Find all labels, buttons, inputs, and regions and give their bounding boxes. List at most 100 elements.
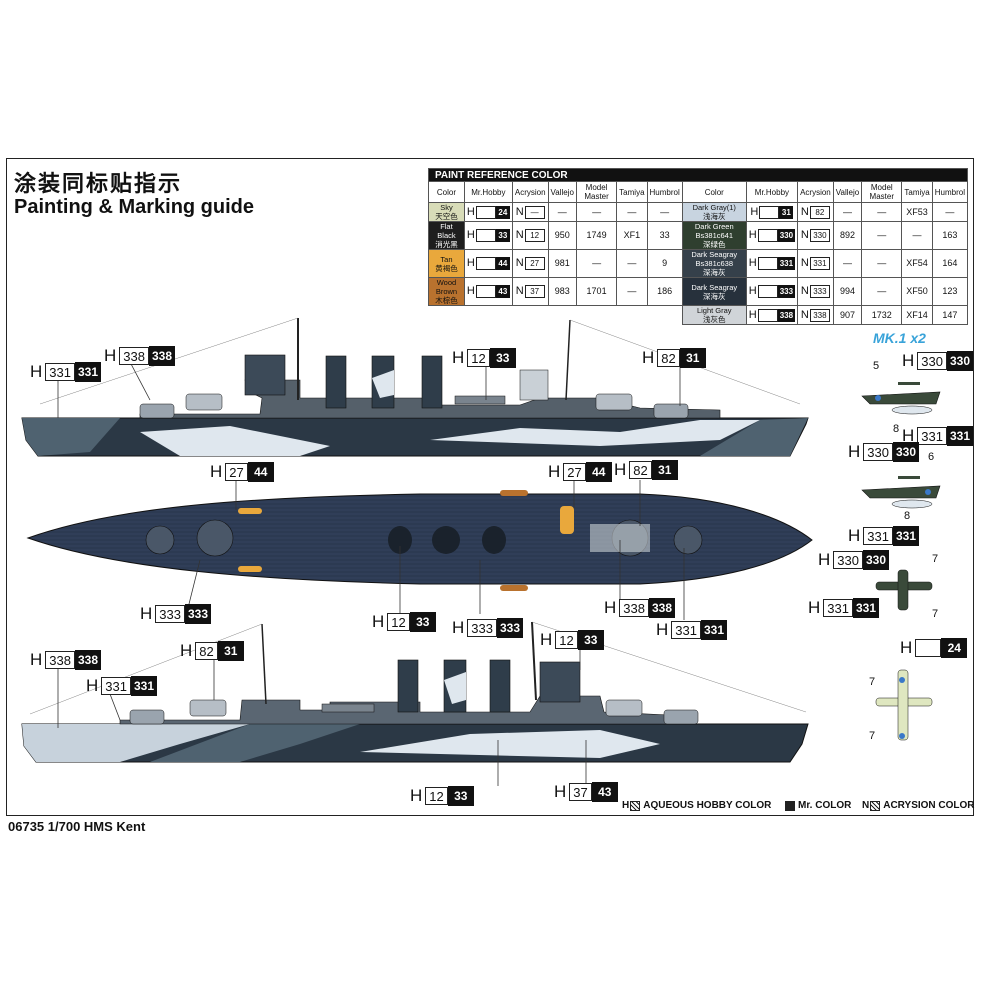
part-number: 7 — [869, 730, 876, 742]
aircraft-side-2 — [861, 476, 941, 509]
legend-h-prefix: H — [622, 800, 630, 811]
n-prefix: N — [800, 257, 809, 269]
model-master-cell: 1701 — [575, 277, 618, 306]
camo-mid-patch — [700, 418, 808, 456]
code-white: 330 — [917, 352, 947, 370]
h-prefix: H — [466, 229, 475, 241]
h-prefix: H — [604, 598, 617, 617]
color-swatch: Dark Gray(1)浅海灰 — [681, 202, 747, 222]
n-prefix: N — [515, 229, 524, 241]
code-white: 338 — [119, 347, 149, 365]
part-number: 7 — [932, 553, 939, 565]
title-english: Painting & Marking guide — [14, 196, 255, 218]
hatched-box-icon — [630, 800, 641, 811]
leader-lines — [57, 361, 685, 786]
code-white — [475, 285, 496, 298]
code-white: 333 — [809, 285, 830, 298]
code-black: 330 — [892, 442, 920, 462]
code-black: 33 — [495, 229, 510, 242]
funnel — [421, 355, 443, 409]
h-prefix: H — [140, 604, 153, 623]
code-black: 330 — [777, 229, 796, 242]
color-name-en: Dark Seagray — [691, 282, 738, 292]
title-chinese: 涂装同标贴指示 — [14, 172, 183, 197]
code-black: 338 — [777, 308, 796, 322]
h-prefix: H — [466, 257, 475, 269]
solid-box-icon — [785, 800, 795, 811]
code-white: 331 — [823, 599, 853, 617]
h-prefix: H — [210, 462, 223, 481]
humbrol-cell: 9 — [646, 249, 683, 278]
funnel-top — [432, 526, 460, 554]
mrhobby-cell: H 33 — [463, 221, 513, 250]
code-white: 331 — [809, 257, 830, 270]
turret-y — [673, 525, 703, 555]
n-prefix: N — [515, 205, 524, 218]
h-prefix: H — [410, 786, 423, 805]
h-prefix: H — [466, 285, 475, 297]
h-prefix: H — [808, 598, 821, 617]
model-master-cell: 1732 — [861, 305, 903, 325]
vallejo-cell: 994 — [832, 277, 863, 306]
boat — [238, 508, 262, 514]
n-prefix: N — [515, 257, 524, 269]
code-black: 43 — [591, 782, 618, 802]
col-vallejo: Vallejo — [832, 181, 863, 203]
code-white: 27 — [524, 257, 545, 270]
camo-light-patch — [430, 420, 760, 446]
ship-profile-port — [21, 621, 809, 763]
n-prefix: N — [800, 308, 809, 321]
code-white: 331 — [917, 427, 947, 445]
funnel-camo — [372, 370, 394, 398]
code-black: 33 — [577, 630, 604, 650]
turret — [653, 403, 689, 419]
code-black: 331 — [946, 426, 974, 446]
part-number: 8 — [893, 423, 900, 435]
color-name-en: Dark Green Bs381c641 — [694, 222, 734, 240]
camo-light-patch — [140, 426, 330, 456]
code-white: 27 — [225, 463, 248, 481]
code-black: 331 — [130, 676, 158, 696]
aircraft-side-1 — [861, 382, 941, 415]
code-white: 333 — [467, 619, 497, 637]
tamiya-cell: XF50 — [901, 277, 933, 306]
code-black: 24 — [941, 638, 968, 658]
rigging — [29, 623, 263, 715]
part-number: 7 — [932, 608, 939, 620]
mainmast — [565, 319, 571, 401]
code-white: 12 — [555, 631, 578, 649]
tamiya-cell: — — [901, 221, 933, 250]
code-white: 338 — [619, 599, 649, 617]
code-white: 12 — [387, 613, 410, 631]
bridge-block — [244, 354, 286, 396]
color-name-en: Wood Brown — [435, 278, 458, 296]
ship-deck-plan — [26, 490, 813, 591]
part-number: 8 — [904, 510, 911, 522]
model-master-cell: — — [861, 221, 903, 250]
tamiya-cell: XF1 — [616, 221, 648, 250]
code-white: 331 — [671, 621, 701, 639]
catapult-deck — [454, 395, 506, 405]
camo-mid-patch — [150, 724, 360, 762]
code-black: 44 — [495, 257, 510, 270]
h-prefix: H — [902, 351, 915, 370]
code-white: 27 — [563, 463, 586, 481]
code-white — [757, 229, 778, 242]
color-name-cn: 消光黑 — [435, 240, 458, 249]
turret — [185, 393, 223, 411]
